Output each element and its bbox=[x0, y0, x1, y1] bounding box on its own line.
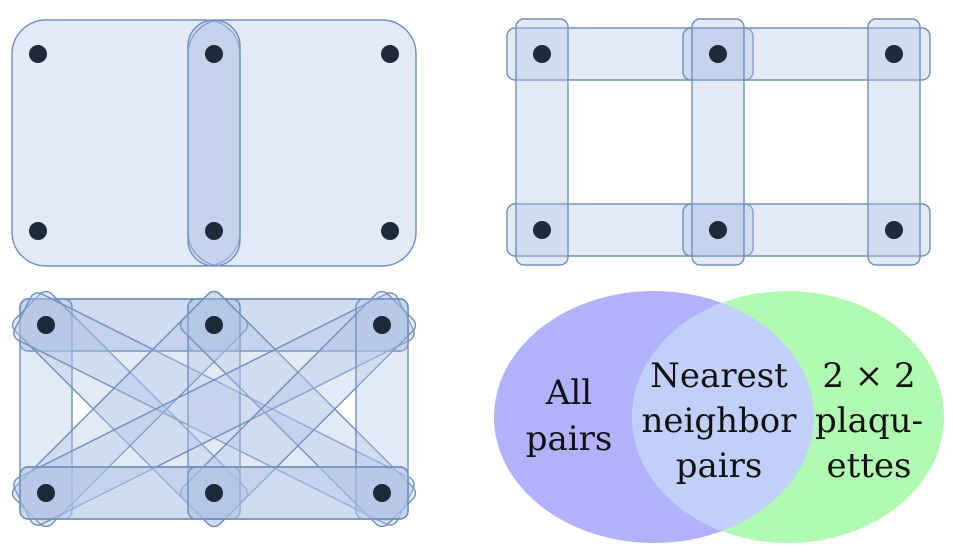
node bbox=[373, 316, 391, 334]
node bbox=[381, 45, 399, 63]
edge-v bbox=[515, 18, 569, 266]
plaquette-overlap bbox=[187, 19, 241, 267]
node bbox=[381, 222, 399, 240]
node bbox=[205, 316, 223, 334]
node bbox=[533, 221, 551, 239]
venn-diagram: All pairs Nearest neighbor pairs 2 × 2 p… bbox=[494, 291, 944, 543]
venn-right-label-2: plaqu- bbox=[815, 401, 923, 441]
pair-edge bbox=[187, 466, 409, 520]
node bbox=[29, 45, 47, 63]
venn-center-label-3: pairs bbox=[676, 446, 763, 486]
venn-left-label-1: All bbox=[545, 373, 592, 413]
node bbox=[885, 221, 903, 239]
node bbox=[709, 45, 727, 63]
node bbox=[205, 45, 223, 63]
venn-right-label-3: ettes bbox=[826, 446, 911, 486]
node bbox=[205, 222, 223, 240]
venn-nearest-neighbor bbox=[632, 291, 814, 543]
panel-plaquettes bbox=[11, 19, 417, 267]
venn-center-label-2: neighbor bbox=[641, 401, 797, 441]
pair-edge bbox=[179, 290, 417, 528]
venn-right-label-1: 2 × 2 bbox=[822, 356, 915, 396]
panel-all-pairs bbox=[11, 290, 417, 528]
node bbox=[29, 222, 47, 240]
panel-nearest-neighbor bbox=[506, 18, 931, 266]
venn-left-label-2: pairs bbox=[526, 419, 613, 459]
node bbox=[373, 484, 391, 502]
venn-center-label-1: Nearest bbox=[650, 356, 788, 396]
pair-edge bbox=[179, 290, 417, 528]
node bbox=[533, 45, 551, 63]
node bbox=[885, 45, 903, 63]
node bbox=[37, 484, 55, 502]
edge-v bbox=[691, 18, 745, 266]
node bbox=[709, 221, 727, 239]
edge-v bbox=[867, 18, 921, 266]
node bbox=[205, 484, 223, 502]
node bbox=[37, 316, 55, 334]
